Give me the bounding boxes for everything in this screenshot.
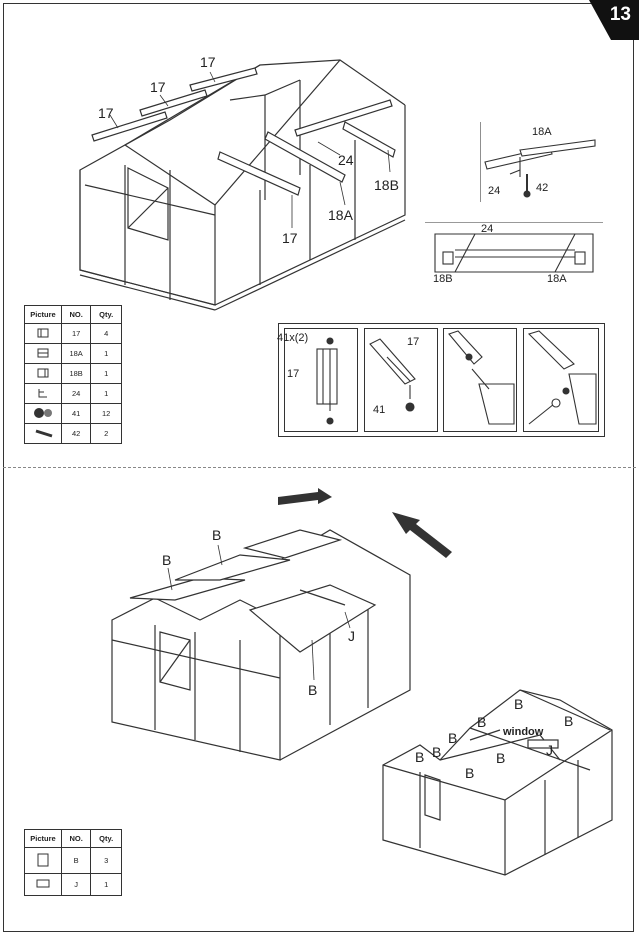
bolt-nut-icon [34, 407, 52, 418]
greenhouse-frame-top [79, 59, 406, 311]
panel-label-b: B [308, 682, 318, 698]
label-17: 17 [282, 230, 298, 246]
direction-arrows [278, 488, 452, 558]
roof-beam-17-parts [91, 67, 301, 196]
page-number-badge: 13 [575, 0, 639, 40]
finished-label-b: B [496, 750, 506, 766]
detail3-label-41x2: 41x(2) [277, 332, 309, 344]
detail2-label-18a: 18A [547, 273, 567, 285]
profile-24-icon [38, 388, 47, 397]
finished-label-b: B [465, 765, 475, 781]
section-divider [3, 467, 636, 468]
table-row: 42 2 [24, 423, 122, 444]
detail-bolt-assembly [278, 323, 605, 437]
panel-label-b: B [212, 527, 222, 543]
detail1-label-42: 42 [536, 182, 549, 194]
table-row: 18A 1 [24, 343, 122, 364]
screw-icon [35, 429, 53, 437]
label-17: 17 [200, 54, 216, 70]
table-cell-no: J [60, 873, 92, 896]
table-row: 18B 1 [24, 363, 122, 384]
detail-24-18b-18a: 24 18B 18A [425, 221, 603, 290]
page-corner-icon [589, 0, 639, 40]
finished-greenhouse [382, 689, 613, 876]
table-row: J 1 [24, 873, 122, 896]
finished-label-b: B [564, 713, 574, 729]
profile-18b-icon [37, 368, 49, 377]
page-number: 13 [609, 4, 631, 25]
profile-17-icon [37, 328, 49, 337]
detail-18a-24-screw: 18A 24 42 [479, 122, 600, 202]
detail-box-2: 17 41 [364, 328, 438, 432]
detail-box-1: 41x(2) 17 [277, 328, 358, 432]
label-17: 17 [98, 105, 114, 121]
label-17: 17 [150, 79, 166, 95]
label-18a: 18A [328, 207, 353, 223]
panel-j-icon [36, 879, 50, 887]
table-cell-no: 42 [60, 423, 92, 444]
finished-label-b: B [514, 696, 524, 712]
panel-b-icon [37, 853, 49, 866]
profile-18a-icon [37, 348, 49, 357]
panel-label-b: B [162, 552, 172, 568]
leader-lines-bottom [167, 544, 351, 681]
roof-panels [129, 529, 377, 653]
table-cell-qty: 1 [90, 873, 122, 896]
finished-label-window: window [503, 726, 544, 738]
detail-box-3 [443, 328, 517, 432]
table-header-picture: Picture [24, 829, 62, 848]
table-header-no: NO. [60, 829, 92, 848]
table-row: B 3 [24, 847, 122, 874]
table-header-no: NO. [60, 305, 92, 324]
detail2-label-18b: 18B [433, 273, 453, 285]
detail3-label-41: 41 [373, 404, 386, 416]
table-header-qty: Qty. [90, 829, 122, 848]
label-18b: 18B [374, 177, 399, 193]
parts-table-top: Picture NO. Qty. 17 4 18A 1 18B 1 24 1 4… [24, 305, 122, 444]
table-cell-qty: 4 [90, 323, 122, 344]
detail1-label-24: 24 [488, 185, 501, 197]
table-cell-qty: 2 [90, 423, 122, 444]
finished-label-j: J [546, 742, 553, 758]
finished-label-b: B [448, 730, 458, 746]
detail-box-4 [523, 328, 599, 432]
detail1-label-18a: 18A [532, 126, 552, 138]
finished-label-b: B [477, 714, 487, 730]
label-24: 24 [338, 152, 354, 168]
parts-table-bottom: Picture NO. Qty. B 3 J 1 [24, 829, 122, 896]
table-cell-qty: 3 [90, 847, 122, 874]
panel-label-j: J [348, 628, 355, 644]
table-cell-no: B [60, 847, 92, 874]
detail3-label-17b: 17 [407, 336, 420, 348]
table-cell-no: 41 [60, 403, 92, 424]
detail2-label-24: 24 [481, 223, 494, 235]
ridge-beam-18a-24-parts [264, 99, 396, 183]
detail3-label-17: 17 [287, 368, 300, 380]
finished-label-b: B [432, 744, 442, 760]
leader-lines-top [109, 71, 391, 228]
finished-label-b: B [415, 749, 425, 765]
